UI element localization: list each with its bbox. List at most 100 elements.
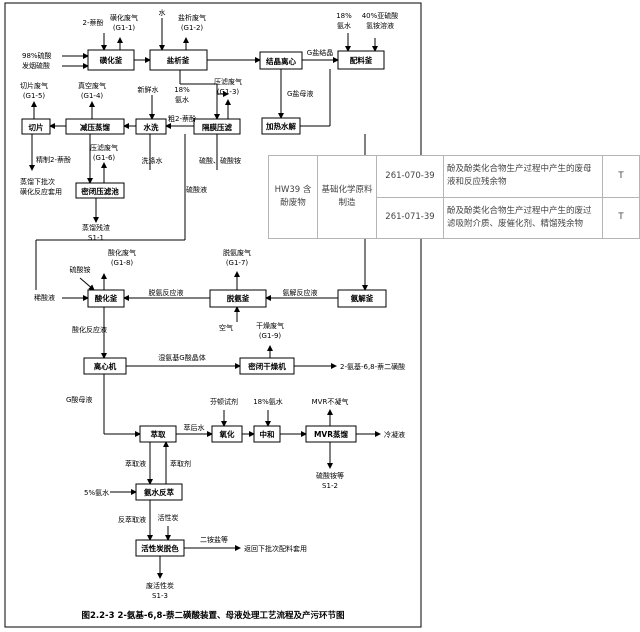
- label-oxidant: 芬顿试剂: [210, 397, 238, 406]
- label-residue: 蒸馏残渣: [82, 223, 110, 232]
- label-sales: 蒸馏下批次: [20, 177, 55, 186]
- node-mvr: MVR蒸馏: [305, 425, 357, 443]
- label-wet-product: 湿氨基G酸晶体: [158, 353, 205, 362]
- node-acidify: 酸化釜: [87, 289, 125, 308]
- label-waste-acid: 稀酸液: [34, 293, 55, 302]
- diagram-frame: [4, 2, 422, 628]
- label-extract-agent: 萃取剂: [170, 459, 191, 468]
- table-row: 261-071-39 酚及酚类化合物生产过程中产生的废过滤吸附介质、废催化剂、精…: [269, 196, 640, 239]
- label-salt-gas: 盐析废气: [178, 13, 206, 22]
- label-fresh-water: 新鲜水: [138, 85, 159, 94]
- label-g1-4: (G1-4): [81, 92, 104, 100]
- svg-text:氧化: 氧化: [219, 429, 235, 439]
- svg-text:加热水解: 加热水解: [265, 121, 296, 131]
- cell-hazard: T: [602, 155, 640, 198]
- svg-text:密闭压滤池: 密闭压滤池: [81, 186, 119, 196]
- label-slice-gas: 切片废气: [20, 81, 48, 90]
- svg-text:脱氨釜: 脱氨釜: [227, 293, 250, 303]
- label-g-acid-mother: G酸母液: [66, 395, 92, 404]
- svg-text:活性炭脱色: 活性炭脱色: [141, 543, 179, 553]
- cell-description: 酚及酚类化合物生产过程中产生的废过滤吸附介质、废催化剂、精馏残余物: [443, 196, 603, 239]
- node-carbon: 活性炭脱色: [135, 539, 185, 557]
- label-g-salt-crystal: G盐结晶: [307, 48, 333, 57]
- label-ammonium-sulfate: 硫酸铵等: [316, 471, 344, 480]
- cell-code: 261-071-39: [376, 196, 444, 239]
- label-ammonia-reaction: 氨解反应液: [283, 288, 318, 297]
- node-slice: 切片: [21, 118, 51, 135]
- node-salting: 盐析釜: [149, 49, 208, 71]
- label-deam-reaction: 脱氨反应液: [149, 288, 184, 297]
- node-ammonia-back: 氨水反萃: [135, 483, 183, 501]
- label-vac-gas: 真空废气: [78, 81, 106, 90]
- node-sulfonation: 磺化釜: [87, 49, 135, 71]
- node-hydrolysis: 加热水解: [261, 117, 301, 135]
- figure-caption: 图2.2-3 2-氨基-6,8-萘二磺酸装置、母液处理工艺流程及产污环节图: [81, 610, 344, 621]
- svg-text:切片: 切片: [29, 122, 44, 132]
- label-g1-3: (G1-3): [217, 88, 240, 96]
- label-crude-naphthol: 粗2-萘酚: [168, 114, 196, 123]
- label-product: 2-氨基-6,8-萘二磺酸: [340, 362, 405, 371]
- node-dryer: 密闭干燥机: [239, 357, 295, 375]
- label-oleum: 发烟硫酸: [22, 61, 50, 70]
- svg-text:结晶离心: 结晶离心: [266, 56, 296, 66]
- label-acid-gas: 酸化废气: [108, 248, 136, 257]
- label-s1-2: S1-2: [322, 482, 338, 490]
- label-g1-2: (G1-2): [181, 24, 204, 32]
- label-naphthol: 2-萘酚: [83, 18, 104, 27]
- node-vac-dist: 减压蒸馏: [65, 118, 125, 135]
- label-sulfite-b: 氢铵溶液: [366, 21, 394, 30]
- node-ammonia-split: 氨解釜: [337, 289, 387, 308]
- label-extract-phase: 萃取液: [125, 459, 146, 468]
- label-g1-6: (G1-6): [93, 154, 116, 162]
- label-h2so4: 98%硫酸: [22, 51, 52, 60]
- svg-text:离心机: 离心机: [94, 361, 117, 371]
- label-sales2: 磺化反应套用: [20, 187, 62, 196]
- svg-text:水洗: 水洗: [144, 122, 159, 132]
- label-g-salt-mother: G盐母液: [287, 89, 313, 98]
- cell-description: 酚及酚类化合物生产过程中产生的废母液和反应残余物: [443, 155, 603, 198]
- svg-text:减压蒸馏: 减压蒸馏: [80, 122, 110, 132]
- label-sulf-gas: 磺化废气: [110, 13, 138, 22]
- label-active-carbon: 活性炭: [158, 513, 179, 522]
- label-press-gas: 压滤废气: [214, 77, 242, 86]
- node-cryst-sep: 结晶离心: [259, 51, 303, 70]
- label-ammonia18-top-b: 氨水: [337, 21, 351, 30]
- node-centrifuge: 离心机: [83, 357, 127, 375]
- svg-text:氨解釜: 氨解釜: [351, 293, 374, 303]
- label-ammonia18-low: 18%氨水: [253, 397, 283, 406]
- label-sulfite-a: 40%亚硫酸: [362, 11, 399, 20]
- label-sulfate: 硫酸、硫酸铵: [199, 156, 241, 165]
- cell-code: 261-070-39: [376, 155, 444, 198]
- cell-industry: 基础化学原料制造: [317, 155, 377, 239]
- label-ammonia18-mid-b: 氨水: [175, 95, 189, 104]
- label-spent-carbon: 废活性炭: [146, 581, 174, 590]
- label-g1-1: (G1-1): [113, 24, 136, 32]
- svg-text:中和: 中和: [260, 429, 275, 439]
- label-water-top: 水: [159, 8, 166, 17]
- node-neutral: 中和: [253, 425, 281, 443]
- svg-text:酸化釜: 酸化釜: [95, 293, 118, 303]
- svg-text:配料釜: 配料釜: [350, 55, 373, 65]
- svg-text:密闭干燥机: 密闭干燥机: [248, 361, 286, 371]
- label-reuse: 返回下批次配料套用: [244, 544, 307, 553]
- label-extractant-after: 萃后水: [184, 423, 205, 432]
- cell-category: HW39 含酚废物: [268, 155, 318, 239]
- label-ammonium-bisulfate: 硫酸铵: [70, 265, 91, 274]
- node-membrane: 隔膜压滤: [193, 118, 241, 135]
- label-ammonia18-mid-a: 18%: [174, 86, 190, 94]
- label-acid-reaction: 酸化反应液: [72, 325, 107, 334]
- label-s1-3: S1-3: [152, 592, 168, 600]
- svg-text:磺化釜: 磺化釜: [100, 55, 123, 65]
- label-ammonia18-top-a: 18%: [336, 12, 352, 20]
- label-dry-gas: 干燥废气: [256, 321, 284, 330]
- label-ammonia5: 5%氨水: [84, 488, 109, 497]
- flow-labels: 2-萘酚 磺化废气 (G1-1) 水 盐析废气 (G1-2) 18% 氨水 40…: [20, 8, 405, 600]
- node-extract: 萃取: [139, 425, 177, 443]
- label-sulfate-liquor: 硫酸液: [186, 185, 207, 194]
- label-salt-etc: 二铵盐等: [200, 535, 228, 544]
- label-mvr-gas: MVR不凝气: [312, 397, 349, 406]
- node-oxidation: 氧化: [211, 425, 243, 443]
- hazardous-waste-table: HW39 含酚废物 基础化学原料制造 261-070-39 酚及酚类化合物生产过…: [268, 155, 640, 239]
- svg-text:萃取: 萃取: [151, 429, 166, 439]
